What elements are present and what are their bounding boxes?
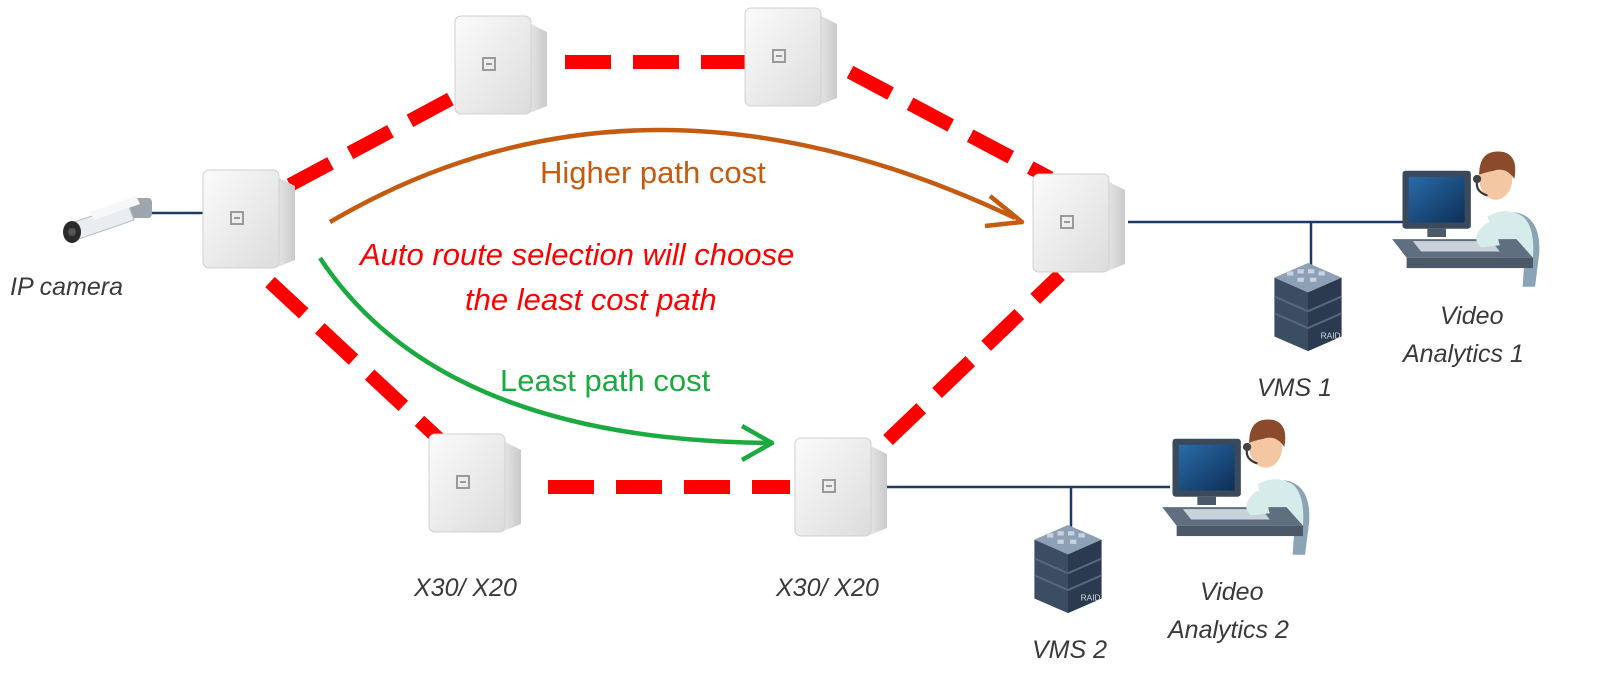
radio-left-label: X30/ X20: [413, 574, 517, 602]
higher-path-arrow: [328, 127, 1016, 224]
raid-server-icon: [1273, 261, 1343, 353]
wired-links: [150, 211, 1405, 527]
link-a-to-bottom-left: [265, 276, 445, 446]
vms1-label: VMS 1: [1257, 374, 1332, 402]
vms2-label: VMS 2: [1032, 636, 1107, 664]
least-path-cost-label: Least path cost: [500, 363, 711, 398]
operator-workstation-icon: [1391, 150, 1541, 288]
raid-server-icon: [1033, 523, 1103, 615]
radio-unit-icon: [201, 168, 297, 270]
higher-path-arrowhead: [984, 194, 1025, 229]
video-analytics-2-label-line1: Video: [1200, 578, 1264, 606]
operator-workstation-icon: [1161, 418, 1311, 556]
video-analytics-2-label-line2: Analytics 2: [1166, 616, 1289, 644]
link-top-right-to-b: [846, 65, 1054, 185]
video-analytics-1-label-line1: Video: [1440, 302, 1504, 330]
video-analytics-1-label-line2: Analytics 1: [1401, 340, 1524, 368]
route-note-line1: Auto route selection will choose: [358, 237, 794, 272]
higher-path-cost-label: Higher path cost: [540, 155, 766, 190]
link-bottom-right-to-b: [883, 269, 1065, 446]
radio-unit-icon: [427, 432, 523, 534]
radio-unit-icon: [793, 436, 889, 538]
radio-unit-icon: [1031, 172, 1127, 274]
least-path-arrow: [318, 256, 771, 446]
radio-unit-icon: [453, 14, 549, 116]
radio-right-label: X30/ X20: [775, 574, 879, 602]
route-note-line2: the least cost path: [465, 282, 717, 317]
least-path-arrowhead: [740, 424, 775, 462]
ip-camera-label: IP camera: [10, 273, 123, 301]
ip-camera-icon: [63, 196, 152, 243]
wireless-mesh-links: [265, 55, 1065, 494]
link-a-to-top-left: [286, 87, 464, 192]
radio-unit-icon: [743, 6, 839, 108]
